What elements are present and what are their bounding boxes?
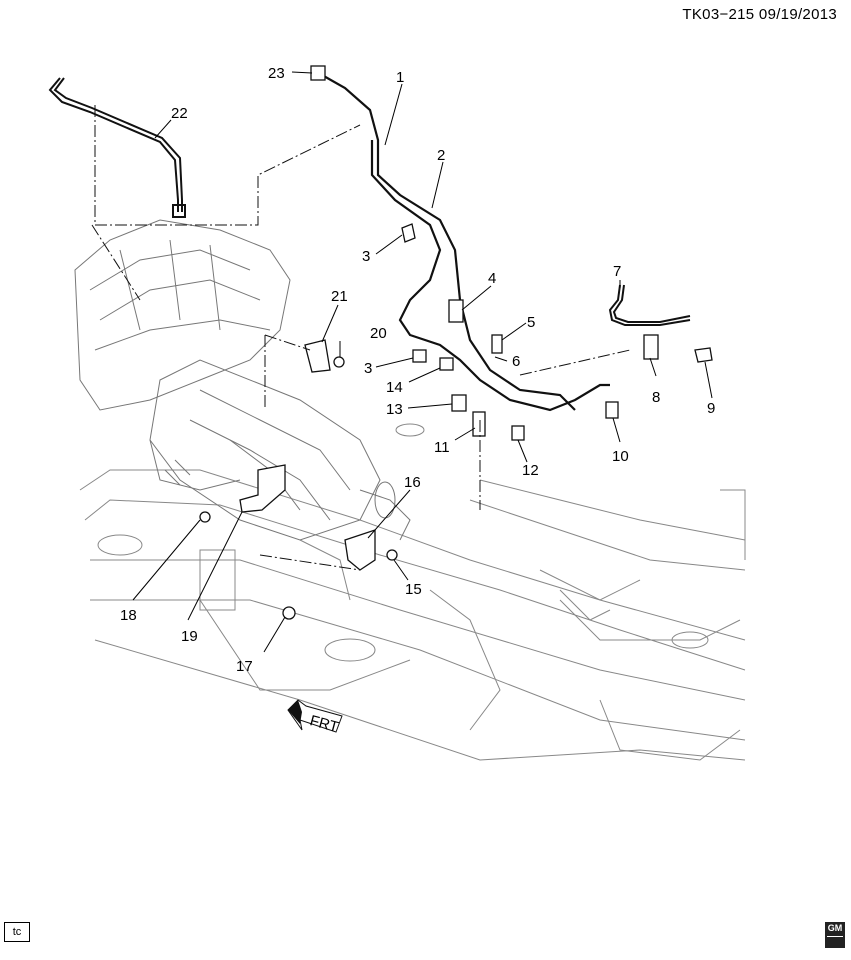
callout-3-upper: 3 [362, 248, 370, 265]
callout-14: 14 [386, 379, 403, 396]
callout-8: 8 [652, 389, 660, 406]
tc-box: tc [4, 922, 30, 942]
callout-11: 11 [434, 439, 450, 456]
callout-16: 16 [404, 474, 421, 491]
callout-17: 17 [236, 658, 253, 675]
line-1-drawing [321, 74, 576, 411]
callout-6: 6 [512, 353, 520, 370]
callout-15: 15 [405, 581, 422, 598]
callout-22: 22 [171, 105, 188, 122]
diagram-code: TK03−215 [682, 6, 755, 23]
callout-2: 2 [437, 147, 445, 164]
gm-logo-icon: GM [825, 922, 845, 948]
front-arrow-icon: FRT [287, 699, 343, 736]
line-22-drawing [48, 77, 186, 218]
callout-20: 20 [370, 325, 387, 342]
engine-transmission-drawing [74, 219, 411, 541]
callout-10: 10 [612, 448, 629, 465]
callout-1: 1 [396, 69, 404, 86]
callout-9: 9 [707, 400, 715, 417]
gm-logo-underline [827, 936, 843, 937]
callout-23: 23 [268, 65, 285, 82]
callout-18: 18 [120, 607, 137, 624]
front-arrow-label: FRT [308, 712, 340, 736]
callout-4: 4 [488, 270, 496, 287]
diagram-header: TK03−215 09/19/2013 [682, 6, 837, 23]
line-7-drawing [608, 284, 691, 326]
callout-12: 12 [522, 462, 539, 479]
callout-21: 21 [331, 288, 348, 305]
vehicle-frame-drawing [79, 423, 746, 761]
line-2-drawing [370, 140, 610, 412]
callout-5: 5 [527, 314, 535, 331]
diagram-date: 09/19/2013 [758, 6, 837, 23]
clips-drawing [199, 65, 713, 620]
callout-13: 13 [386, 401, 403, 418]
gm-logo-text: GM [827, 923, 843, 933]
callout-7: 7 [613, 263, 621, 280]
callout-19: 19 [181, 628, 198, 645]
reference-lines [91, 105, 631, 571]
callout-3-lower: 3 [364, 360, 372, 377]
leader-lines [132, 71, 713, 653]
